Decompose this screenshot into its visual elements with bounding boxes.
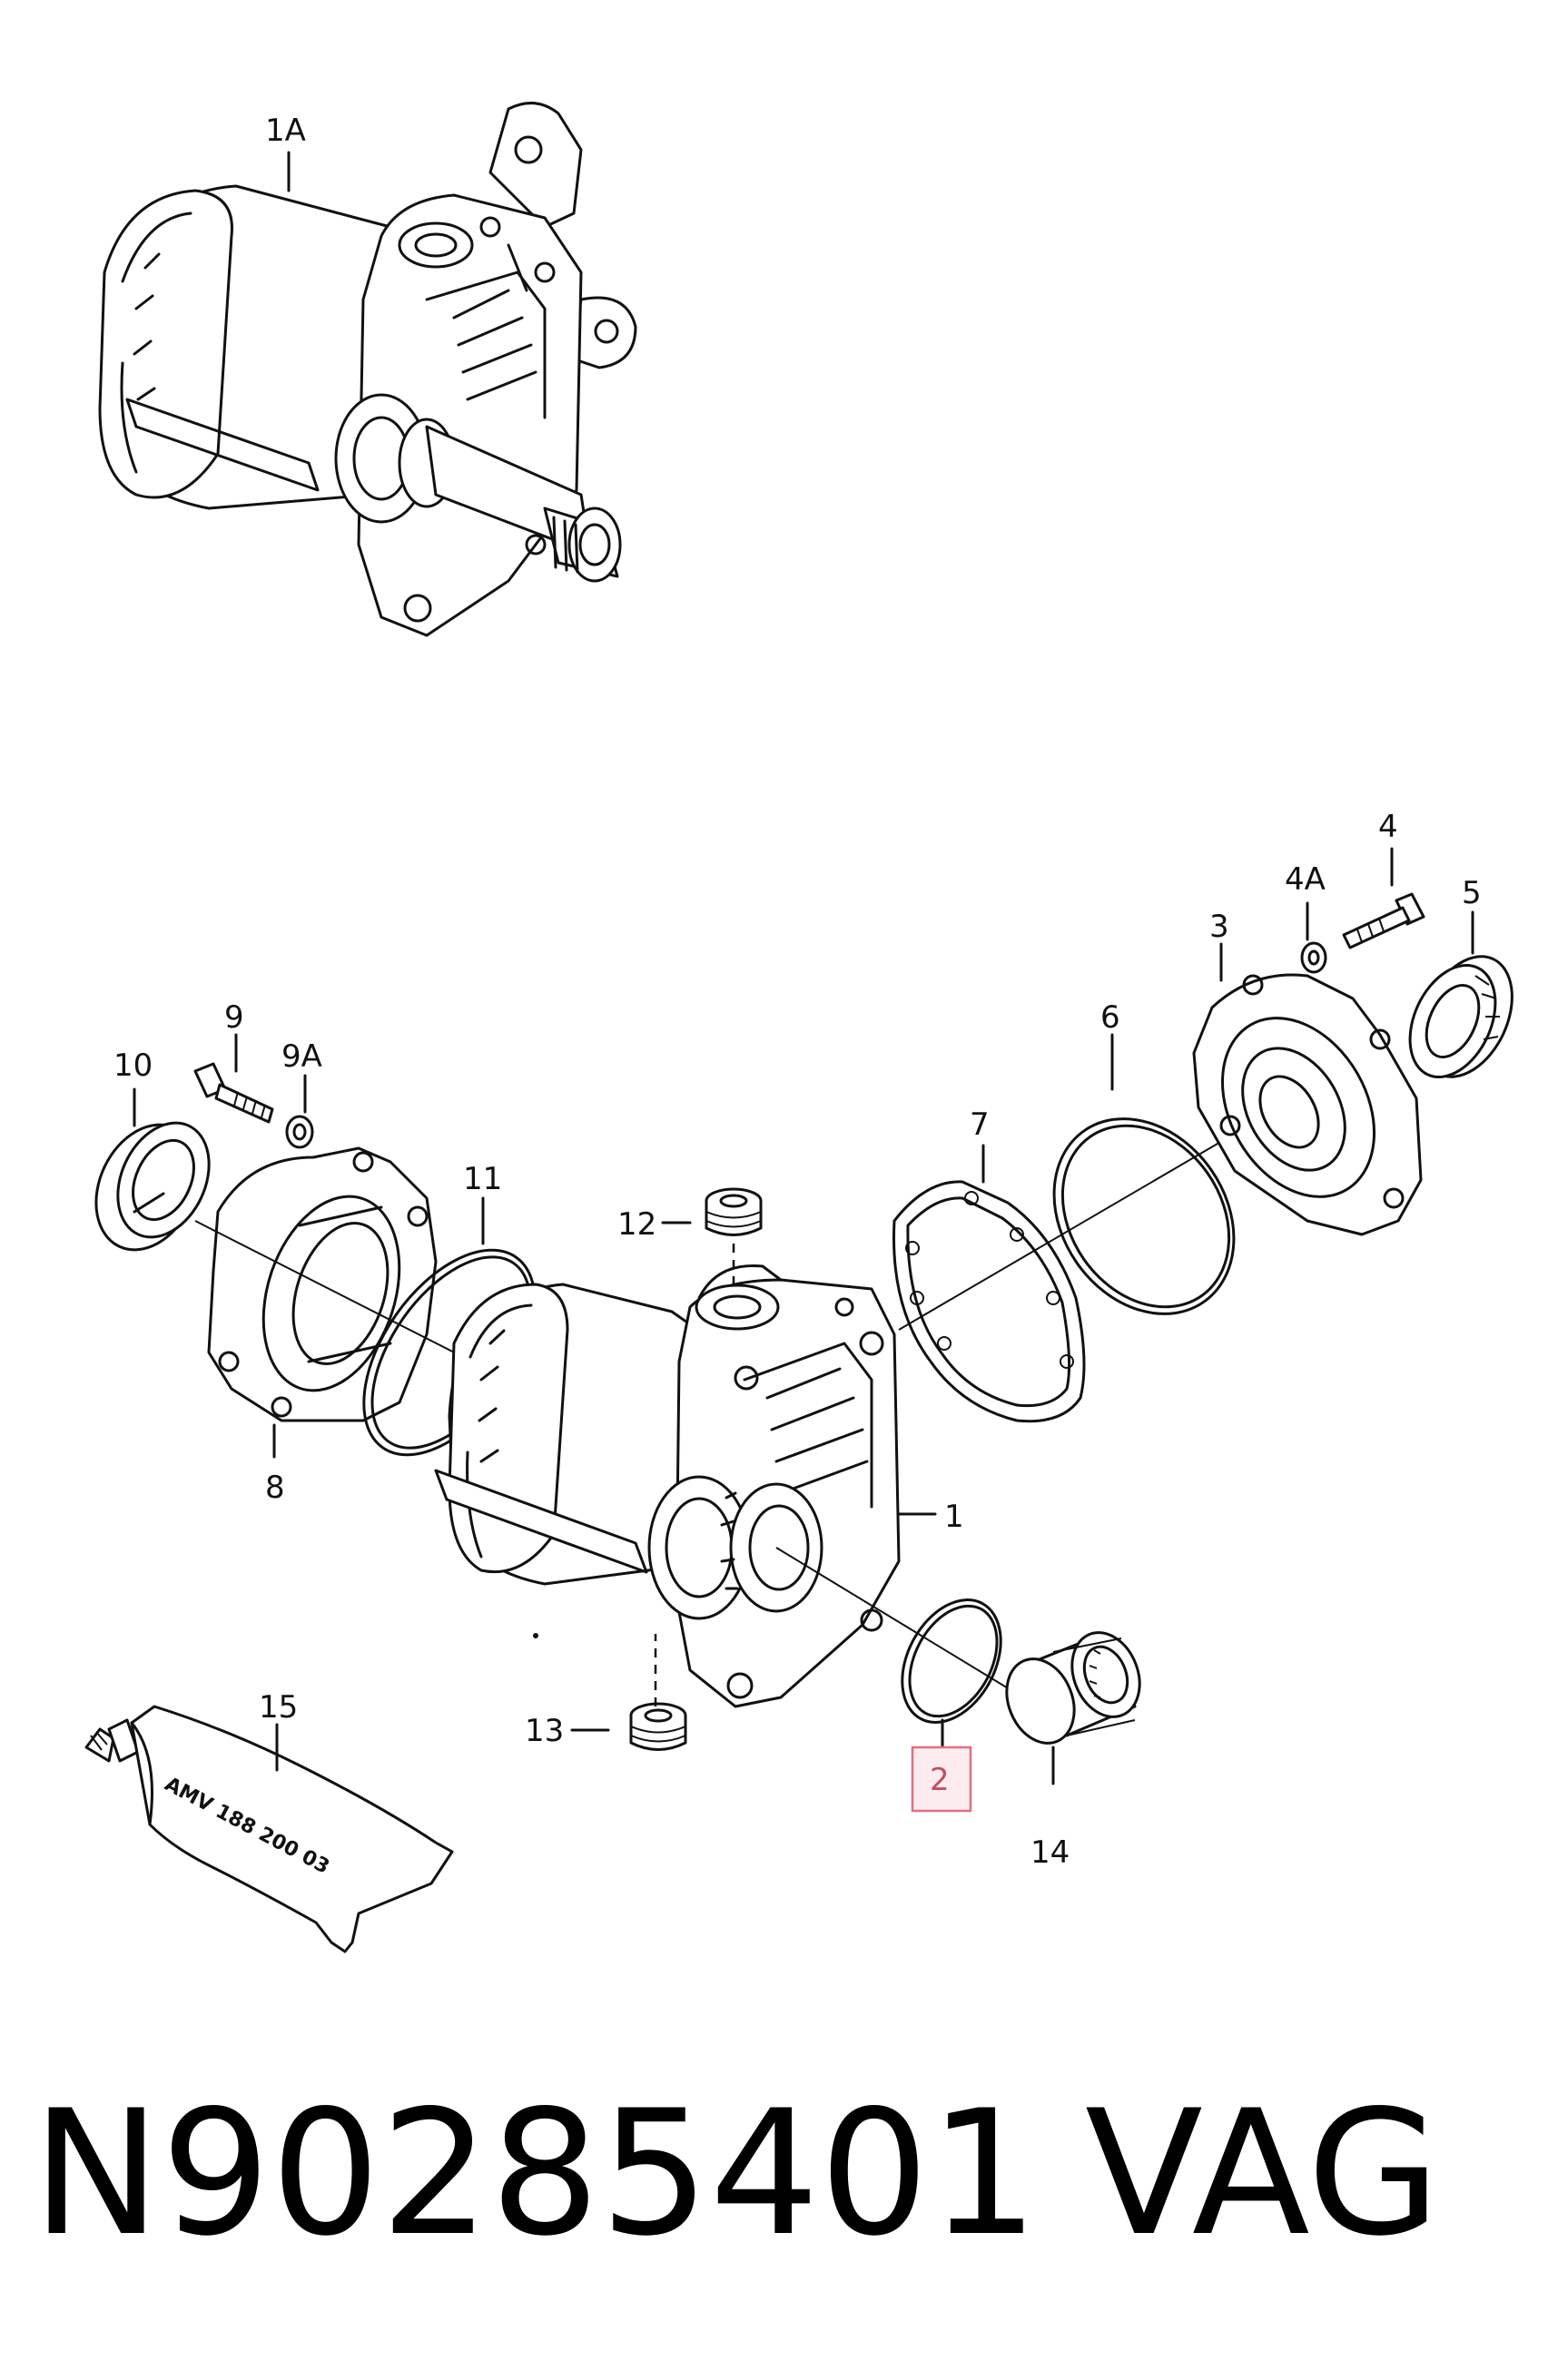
part-5-seal <box>1408 910 1513 1079</box>
part-9-bolt <box>193 1033 274 1124</box>
part-7-gasket <box>892 1144 1086 1423</box>
callout-9A: 9A <box>281 1038 322 1075</box>
callout-9: 9 <box>224 999 244 1036</box>
callout-6: 6 <box>1100 999 1120 1036</box>
part-4-bolt <box>1342 847 1425 949</box>
assembled-steering-gear-1A <box>98 102 637 637</box>
part-13-plug <box>570 1634 687 1751</box>
callout-3: 3 <box>1209 909 1229 945</box>
callout-14: 14 <box>1030 1834 1070 1871</box>
part-12-plug <box>661 1187 763 1334</box>
callout-10: 10 <box>113 1047 153 1084</box>
callout-5: 5 <box>1462 875 1482 911</box>
part-6-oring <box>1052 1033 1236 1315</box>
callout-4A: 4A <box>1285 861 1326 898</box>
highlight-box-part-2[interactable] <box>911 1746 972 1813</box>
callout-8: 8 <box>265 1470 285 1506</box>
part-10-seal <box>94 1087 211 1252</box>
callout-4: 4 <box>1378 809 1398 845</box>
part-3-cover <box>1192 942 1423 1236</box>
part-number: N90285401 <box>32 2073 1039 2274</box>
brand-name: VAG <box>1085 2073 1441 2274</box>
callout-1A: 1A <box>265 113 306 149</box>
callout-13: 13 <box>525 1713 564 1749</box>
part-4A-washer <box>1300 901 1327 974</box>
callout-12: 12 <box>617 1206 656 1243</box>
part-15-grease-tube: AMV 188 200 03 <box>84 1705 454 1953</box>
part-1-housing <box>434 1264 937 1708</box>
part-14-bushing <box>1005 1631 1141 1785</box>
callout-11: 11 <box>463 1161 502 1197</box>
callout-2: 2 <box>930 1762 950 1798</box>
part-8-cover <box>207 1146 438 1459</box>
callout-1: 1 <box>944 1499 964 1535</box>
part-9A-washer <box>285 1074 314 1149</box>
callout-15: 15 <box>259 1689 298 1726</box>
callout-7: 7 <box>970 1106 990 1143</box>
part-2-oring <box>901 1598 1002 1749</box>
